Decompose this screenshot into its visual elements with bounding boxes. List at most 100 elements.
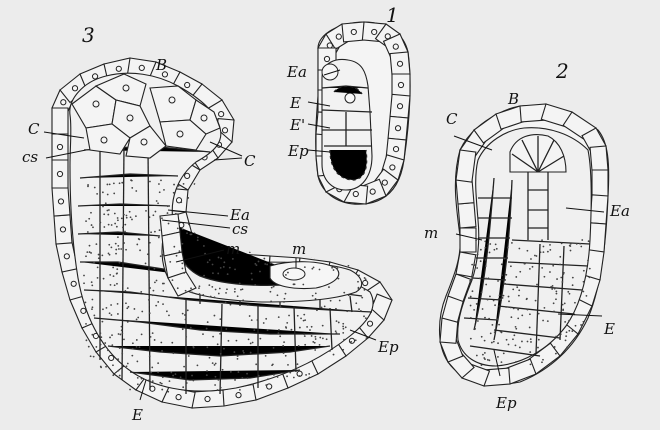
stipple-dot bbox=[210, 216, 212, 218]
stipple-dot bbox=[226, 207, 228, 209]
stipple-dot bbox=[274, 223, 276, 225]
stipple-dot bbox=[529, 351, 531, 353]
stipple-dot bbox=[150, 336, 152, 338]
stipple-dot bbox=[356, 365, 358, 367]
stipple-dot bbox=[476, 267, 478, 269]
stipple-dot bbox=[190, 327, 192, 329]
fig2-number: 2 bbox=[555, 59, 569, 83]
stipple-dot bbox=[119, 262, 121, 264]
stipple-dot bbox=[103, 226, 105, 228]
stipple-dot bbox=[180, 201, 182, 203]
fig3-label-c-right: C bbox=[244, 152, 256, 170]
stipple-dot bbox=[549, 244, 551, 246]
stipple-dot bbox=[162, 254, 164, 256]
stipple-dot bbox=[306, 326, 308, 328]
stipple-dot bbox=[495, 243, 497, 245]
stipple-dot bbox=[270, 300, 272, 302]
stipple-dot bbox=[89, 360, 91, 362]
stipple-dot bbox=[583, 342, 585, 344]
cell bbox=[460, 228, 476, 252]
stipple-dot bbox=[130, 216, 132, 218]
stipple-dot bbox=[100, 344, 102, 346]
stipple-dot bbox=[91, 224, 93, 226]
nucleus bbox=[397, 61, 402, 66]
stipple-dot bbox=[111, 344, 113, 346]
stipple-dot bbox=[319, 337, 321, 339]
stipple-dot bbox=[242, 350, 244, 352]
stipple-dot bbox=[223, 266, 225, 268]
stipple-dot bbox=[218, 293, 220, 295]
nucleus bbox=[324, 56, 329, 61]
stipple-dot bbox=[493, 249, 495, 251]
stipple-dot bbox=[304, 335, 306, 337]
stipple-dot bbox=[103, 213, 105, 215]
stipple-dot bbox=[288, 197, 290, 199]
stipple-dot bbox=[251, 187, 253, 189]
stipple-dot bbox=[149, 242, 151, 244]
stipple-dot bbox=[470, 317, 472, 319]
stipple-dot bbox=[321, 214, 323, 216]
stipple-dot bbox=[299, 327, 301, 329]
stipple-dot bbox=[182, 328, 184, 330]
stipple-dot bbox=[473, 309, 475, 311]
stipple-dot bbox=[576, 243, 578, 245]
stipple-dot bbox=[124, 224, 126, 226]
nucleus bbox=[363, 280, 368, 285]
stipple-dot bbox=[314, 336, 316, 338]
stipple-dot bbox=[343, 339, 345, 341]
stipple-dot bbox=[588, 240, 590, 242]
stipple-dot bbox=[92, 306, 94, 308]
stipple-dot bbox=[108, 244, 110, 246]
stipple-dot bbox=[325, 238, 327, 240]
stipple-dot bbox=[122, 234, 124, 236]
stipple-dot bbox=[109, 274, 111, 276]
stipple-dot bbox=[335, 332, 337, 334]
stipple-dot bbox=[305, 210, 307, 212]
nucleus bbox=[397, 104, 402, 109]
stipple-dot bbox=[154, 281, 156, 283]
stipple-dot bbox=[488, 277, 490, 279]
stipple-dot bbox=[288, 183, 290, 185]
stipple-dot bbox=[484, 247, 486, 249]
stipple-dot bbox=[214, 228, 216, 230]
stipple-dot bbox=[203, 203, 205, 205]
stipple-dot bbox=[250, 343, 252, 345]
nucleus bbox=[185, 82, 190, 87]
stipple-dot bbox=[324, 199, 326, 201]
stipple-dot bbox=[333, 269, 335, 271]
stipple-dot bbox=[559, 263, 561, 265]
stipple-dot bbox=[524, 263, 526, 265]
nucleus bbox=[393, 44, 398, 49]
stipple-dot bbox=[242, 299, 244, 301]
stipple-dot bbox=[560, 333, 562, 335]
stipple-dot bbox=[282, 345, 284, 347]
stipple-dot bbox=[198, 202, 200, 204]
stipple-dot bbox=[141, 333, 143, 335]
stipple-dot bbox=[161, 383, 163, 385]
nucleus bbox=[267, 384, 272, 389]
stipple-dot bbox=[543, 246, 545, 248]
stipple-dot bbox=[109, 389, 111, 391]
nucleus bbox=[61, 100, 66, 105]
stipple-dot bbox=[521, 341, 523, 343]
stipple-dot bbox=[173, 192, 175, 194]
stipple-dot bbox=[192, 380, 194, 382]
stipple-dot bbox=[345, 253, 347, 255]
stipple-dot bbox=[547, 251, 549, 253]
stipple-dot bbox=[91, 334, 93, 336]
stipple-dot bbox=[267, 378, 269, 380]
stipple-dot bbox=[568, 330, 570, 332]
stipple-dot bbox=[258, 261, 260, 263]
fig2-embryo bbox=[440, 104, 609, 386]
stipple-dot bbox=[512, 338, 514, 340]
stipple-dot bbox=[222, 369, 224, 371]
nucleus bbox=[336, 34, 341, 39]
stipple-dot bbox=[107, 349, 109, 351]
stipple-dot bbox=[109, 312, 111, 314]
stipple-dot bbox=[562, 309, 564, 311]
stipple-dot bbox=[182, 243, 184, 245]
stipple-dot bbox=[354, 249, 356, 251]
stipple-dot bbox=[115, 249, 117, 251]
stipple-dot bbox=[530, 363, 532, 365]
stipple-dot bbox=[310, 184, 312, 186]
